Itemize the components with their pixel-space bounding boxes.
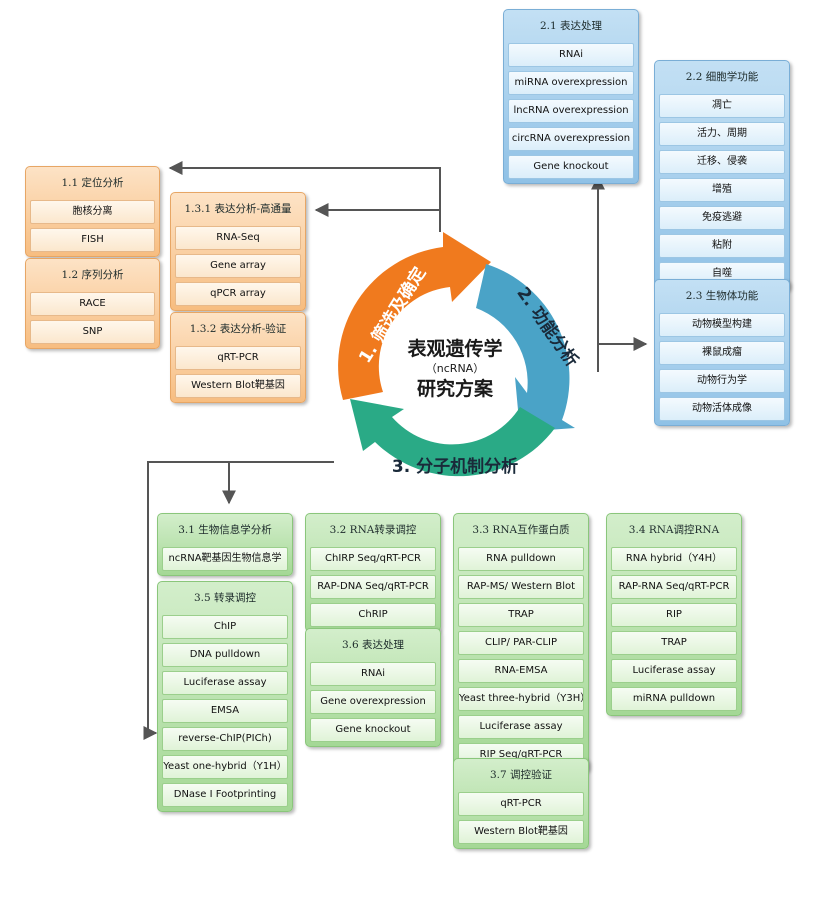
panel-title: 3.2 RNA转录调控 bbox=[329, 524, 417, 536]
panel-item: Western Blot靶基因 bbox=[175, 374, 301, 398]
panel-item: FISH bbox=[30, 228, 155, 252]
panel-item: RAP-DNA Seq/qRT-PCR bbox=[310, 575, 436, 599]
panel-1-2: 1.2 序列分析 RACE SNP bbox=[25, 258, 160, 349]
panel-item: 动物模型构建 bbox=[659, 313, 785, 337]
panel-item: SNP bbox=[30, 320, 155, 344]
panel-item: RNA-Seq bbox=[175, 226, 301, 250]
panel-title: 1.1 定位分析 bbox=[61, 177, 124, 189]
panel-title: 2.3 生物体功能 bbox=[685, 290, 759, 302]
panel-item: 胞核分离 bbox=[30, 200, 155, 224]
panel-item: RNA-EMSA bbox=[458, 659, 584, 683]
panel-item: Luciferase assay bbox=[611, 659, 737, 683]
panel-title: 3.6 表达处理 bbox=[341, 639, 405, 651]
panel-3-2: 3.2 RNA转录调控 ChIRP Seq/qRT-PCR RAP-DNA Seq/… bbox=[305, 513, 441, 632]
panel-item: Gene array bbox=[175, 254, 301, 278]
panel-2-1: 2.1 表达处理 RNAi miRNA overexpression lncRNA o… bbox=[503, 9, 639, 184]
panel-3-4: 3.4 RNA调控RNA RNA hybrid（Y4H） RAP-RNA Seq/q… bbox=[606, 513, 742, 716]
panel-title: 1.3.1 表达分析-高通量 bbox=[184, 203, 292, 215]
panel-item: reverse-ChIP(PICh) bbox=[162, 727, 288, 751]
cycle-center-title: 表观遗传学 （ncRNA） 研究方案 bbox=[395, 337, 515, 401]
panel-item: TRAP bbox=[458, 603, 584, 627]
cycle-label-3: 3. 分子机制分析 bbox=[392, 456, 518, 477]
panel-item: Gene knockout bbox=[310, 718, 436, 742]
panel-item: RACE bbox=[30, 292, 155, 316]
panel-title: 1.2 序列分析 bbox=[61, 269, 124, 281]
panel-title: 3.4 RNA调控RNA bbox=[628, 524, 720, 536]
panel-item: 粘附 bbox=[659, 234, 785, 258]
panel-item: 免疫逃避 bbox=[659, 206, 785, 230]
panel-item: CLIP/ PAR-CLIP bbox=[458, 631, 584, 655]
panel-item: Gene overexpression bbox=[310, 690, 436, 714]
panel-title: 3.5 转录调控 bbox=[193, 592, 257, 604]
panel-item: lncRNA overexpression bbox=[508, 99, 634, 123]
panel-item: RNAi bbox=[310, 662, 436, 686]
panel-item: 动物行为学 bbox=[659, 369, 785, 393]
panel-item: qRT-PCR bbox=[458, 792, 584, 816]
panel-item: 动物活体成像 bbox=[659, 397, 785, 421]
panel-item: Yeast three-hybrid（Y3H） bbox=[458, 687, 584, 711]
panel-2-2: 2.2 细胞学功能凋亡活力、周期迁移、侵袭增殖免疫逃避粘附自噬 bbox=[654, 60, 790, 291]
panel-title: 3.1 生物信息学分析 bbox=[178, 524, 272, 536]
panel-item: ChIP bbox=[162, 615, 288, 639]
cycle-segment-1-arrow bbox=[338, 232, 491, 400]
panel-1-1: 1.1 定位分析胞核分离 FISH bbox=[25, 166, 160, 257]
panel-item: 增殖 bbox=[659, 178, 785, 202]
panel-item: qPCR array bbox=[175, 282, 301, 306]
panel-item: DNA pulldown bbox=[162, 643, 288, 667]
panel-item: TRAP bbox=[611, 631, 737, 655]
panel-title: 3.3 RNA互作蛋白质 bbox=[472, 524, 570, 536]
panel-item: RAP-MS/ Western Blot bbox=[458, 575, 584, 599]
panel-item: 凋亡 bbox=[659, 94, 785, 118]
panel-2-3: 2.3 生物体功能动物模型构建裸鼠成瘤动物行为学动物活体成像 bbox=[654, 279, 790, 426]
panel-item: 活力、周期 bbox=[659, 122, 785, 146]
panel-3-1: 3.1 生物信息学分析 ncRNA靶基因生物信息学 bbox=[157, 513, 293, 576]
panel-item: Yeast one-hybrid（Y1H） bbox=[162, 755, 288, 779]
panel-item: circRNA overexpression bbox=[508, 127, 634, 151]
panel-item: Luciferase assay bbox=[162, 671, 288, 695]
panel-title: 1.3.2 表达分析-验证 bbox=[189, 323, 287, 335]
center-title-line3: 研究方案 bbox=[416, 378, 493, 400]
panel-item: RNAi bbox=[508, 43, 634, 67]
cycle-segment-2-arrow bbox=[476, 264, 575, 432]
panel-item: RNA hybrid（Y4H） bbox=[611, 547, 737, 571]
panel-title: 2.2 细胞学功能 bbox=[685, 71, 759, 83]
research-cycle: 1. 筛选及确定 2. 功能分析 3. 分子机制分析 bbox=[338, 232, 583, 477]
panel-item: RNA pulldown bbox=[458, 547, 584, 571]
panel-item: 裸鼠成瘤 bbox=[659, 341, 785, 365]
center-title-line2: （ncRNA） bbox=[425, 362, 485, 375]
cycle-segment-3-arrow bbox=[350, 399, 555, 477]
panel-item: miRNA pulldown bbox=[611, 687, 737, 711]
panel-item: ChIRP Seq/qRT-PCR bbox=[310, 547, 436, 571]
center-title-line1: 表观遗传学 bbox=[407, 338, 503, 360]
panel-3-7: 3.7 调控验证 qRT-PCR Western Blot靶基因 bbox=[453, 758, 589, 849]
panel-item: miRNA overexpression bbox=[508, 71, 634, 95]
panel-item: Gene knockout bbox=[508, 155, 634, 179]
panel-item: RIP bbox=[611, 603, 737, 627]
panel-title: 2.1 表达处理 bbox=[539, 20, 603, 32]
panel-item: Western Blot靶基因 bbox=[458, 820, 584, 844]
panel-item: RAP-RNA Seq/qRT-PCR bbox=[611, 575, 737, 599]
panel-title: 3.7 调控验证 bbox=[489, 769, 553, 781]
panel-item: 迁移、侵袭 bbox=[659, 150, 785, 174]
panel-item: EMSA bbox=[162, 699, 288, 723]
panel-item: ChRIP bbox=[310, 603, 436, 627]
panel-item: DNase I Footprinting bbox=[162, 783, 288, 807]
panel-1-3-2: 1.3.2 表达分析-验证 qRT-PCR Western Blot靶基因 bbox=[170, 312, 306, 403]
panel-item: Luciferase assay bbox=[458, 715, 584, 739]
panel-item: ncRNA靶基因生物信息学 bbox=[162, 547, 288, 571]
connector-to-3-5 bbox=[143, 461, 229, 740]
panel-item: qRT-PCR bbox=[175, 346, 301, 370]
